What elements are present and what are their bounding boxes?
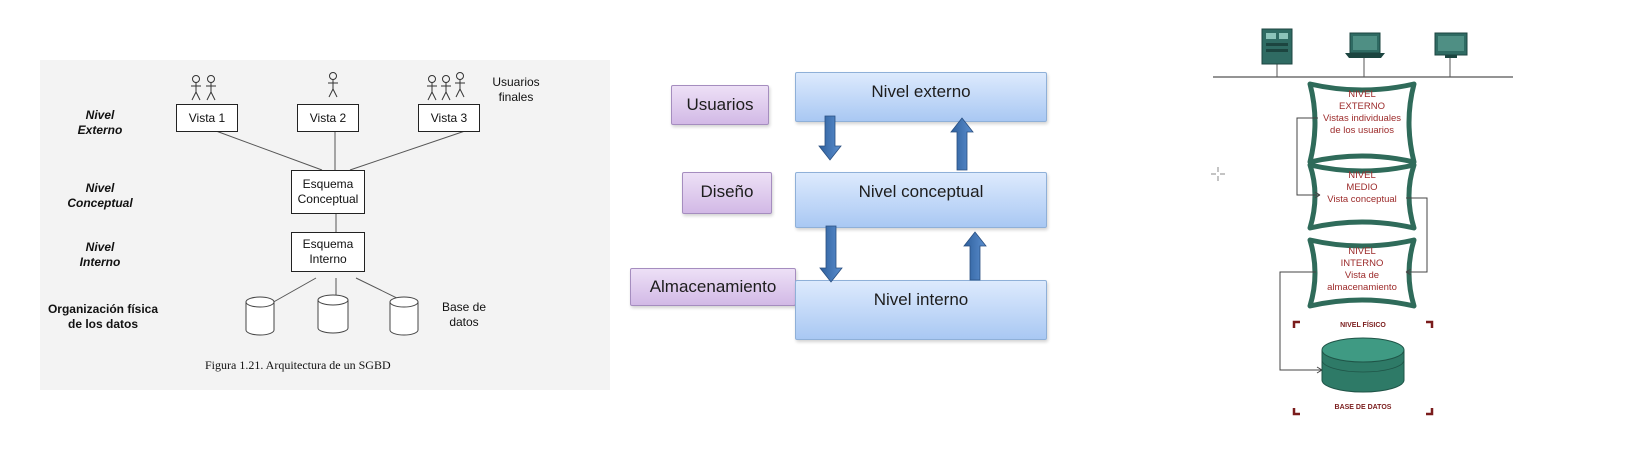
external-level-box: Nivel externo (795, 72, 1047, 122)
link-vista3-conceptual (349, 130, 466, 171)
label-line: finales (498, 90, 534, 104)
scroll-line: NIVEL (1348, 89, 1376, 100)
middle-level-scroll (1307, 162, 1417, 231)
level-label-physical: Organización física de los datos (44, 302, 162, 332)
physical-level-label: NIVEL FÍSICO (1340, 322, 1386, 329)
crosshair-icon (1211, 167, 1225, 181)
internal-level-box: Nivel interno (795, 280, 1047, 340)
level-label-line: Nivel (85, 108, 115, 122)
corner-bracket (1426, 320, 1434, 328)
users-label-box: Usuarios (671, 85, 769, 125)
storage-label-box: Almacenamiento (630, 268, 796, 306)
level-label-external: Nivel Externo (60, 108, 140, 138)
view-box-1: Vista 1 (176, 104, 238, 132)
level-label-internal: Nivel Interno (60, 240, 140, 270)
arrow-up-icon (950, 117, 974, 171)
arrow-up-icon (963, 231, 987, 281)
database-cylinder-icon (317, 294, 349, 334)
corner-bracket (1292, 320, 1300, 328)
level-label-line: Externo (77, 123, 123, 137)
scroll-line: INTERNO (1340, 258, 1384, 269)
middle-level-text: NIVEL MEDIO Vista conceptual (1316, 170, 1408, 206)
user-icon (455, 72, 465, 98)
arrowhead-icon (1405, 268, 1412, 276)
connector-external-middle (1296, 117, 1320, 196)
level-label-line: de los datos (67, 317, 138, 331)
internal-level-scroll (1307, 237, 1417, 309)
level-label-line: Organización física (47, 302, 159, 316)
scroll-line: Vista de (1344, 270, 1380, 281)
conceptual-level-box: Nivel conceptual (795, 172, 1047, 228)
user-icon (427, 75, 437, 101)
user-icon (441, 75, 451, 101)
arrowhead-icon (1316, 366, 1323, 374)
database-cylinder-icon (1321, 337, 1405, 393)
connector-internal-database (1279, 271, 1322, 371)
scroll-line: Vista conceptual (1327, 194, 1397, 205)
external-level-scroll (1307, 81, 1417, 165)
box-line: Esquema (302, 237, 354, 251)
scroll-line: NIVEL (1348, 246, 1376, 257)
scroll-line: EXTERNO (1339, 101, 1385, 112)
database-level-label: BASE DE DATOS (1334, 404, 1392, 411)
level-label-conceptual: Nivel Conceptual (58, 181, 142, 211)
scroll-line: Vistas individuales (1323, 113, 1401, 124)
figure-caption: Figura 1.21. Arquitectura de un SGBD (205, 358, 391, 372)
conceptual-schema-box: Esquema Conceptual (291, 170, 365, 214)
scroll-line: de los usuarios (1330, 125, 1394, 136)
arrow-down-icon (818, 115, 842, 161)
laptop-icon (1345, 32, 1385, 58)
box-line: Esquema (302, 177, 354, 191)
label-line: Base de (441, 300, 487, 314)
view-box-2: Vista 2 (297, 104, 359, 132)
corner-bracket (1292, 408, 1300, 416)
level-label-line: Nivel (85, 181, 115, 195)
label-line: datos (449, 315, 479, 329)
scroll-line: NIVEL (1348, 170, 1376, 181)
box-line: Conceptual (297, 192, 359, 206)
end-users-label: Usuarios finales (486, 75, 546, 105)
level-label-line: Conceptual (67, 196, 133, 210)
link-vista1-conceptual (215, 130, 323, 171)
scroll-line: MEDIO (1346, 182, 1378, 193)
user-icon (191, 75, 201, 101)
connector-middle-internal (1406, 197, 1428, 273)
user-icon (328, 72, 338, 98)
scroll-line: almacenamiento (1327, 282, 1397, 293)
arrowhead-icon (1314, 191, 1321, 199)
corner-bracket (1426, 408, 1434, 416)
design-label-box: Diseño (682, 172, 772, 214)
arrow-down-icon (819, 225, 843, 283)
database-cylinder-icon (389, 296, 419, 336)
server-icon (1261, 28, 1293, 65)
desktop-computer-icon (1434, 32, 1468, 58)
level-label-line: Interno (79, 255, 121, 269)
view-box-3: Vista 3 (418, 104, 480, 132)
level-label-line: Nivel (85, 240, 115, 254)
label-line: Usuarios (492, 75, 540, 89)
box-line: Interno (309, 252, 347, 266)
link-interno-db1 (269, 277, 317, 305)
external-level-text: NIVEL EXTERNO Vistas individuales de los… (1316, 89, 1408, 137)
database-label: Base de datos (436, 300, 492, 330)
internal-schema-box: Esquema Interno (291, 232, 365, 272)
database-cylinder-icon (245, 296, 275, 336)
user-icon (206, 75, 216, 101)
internal-level-text: NIVEL INTERNO Vista de almacenamiento (1316, 246, 1408, 294)
